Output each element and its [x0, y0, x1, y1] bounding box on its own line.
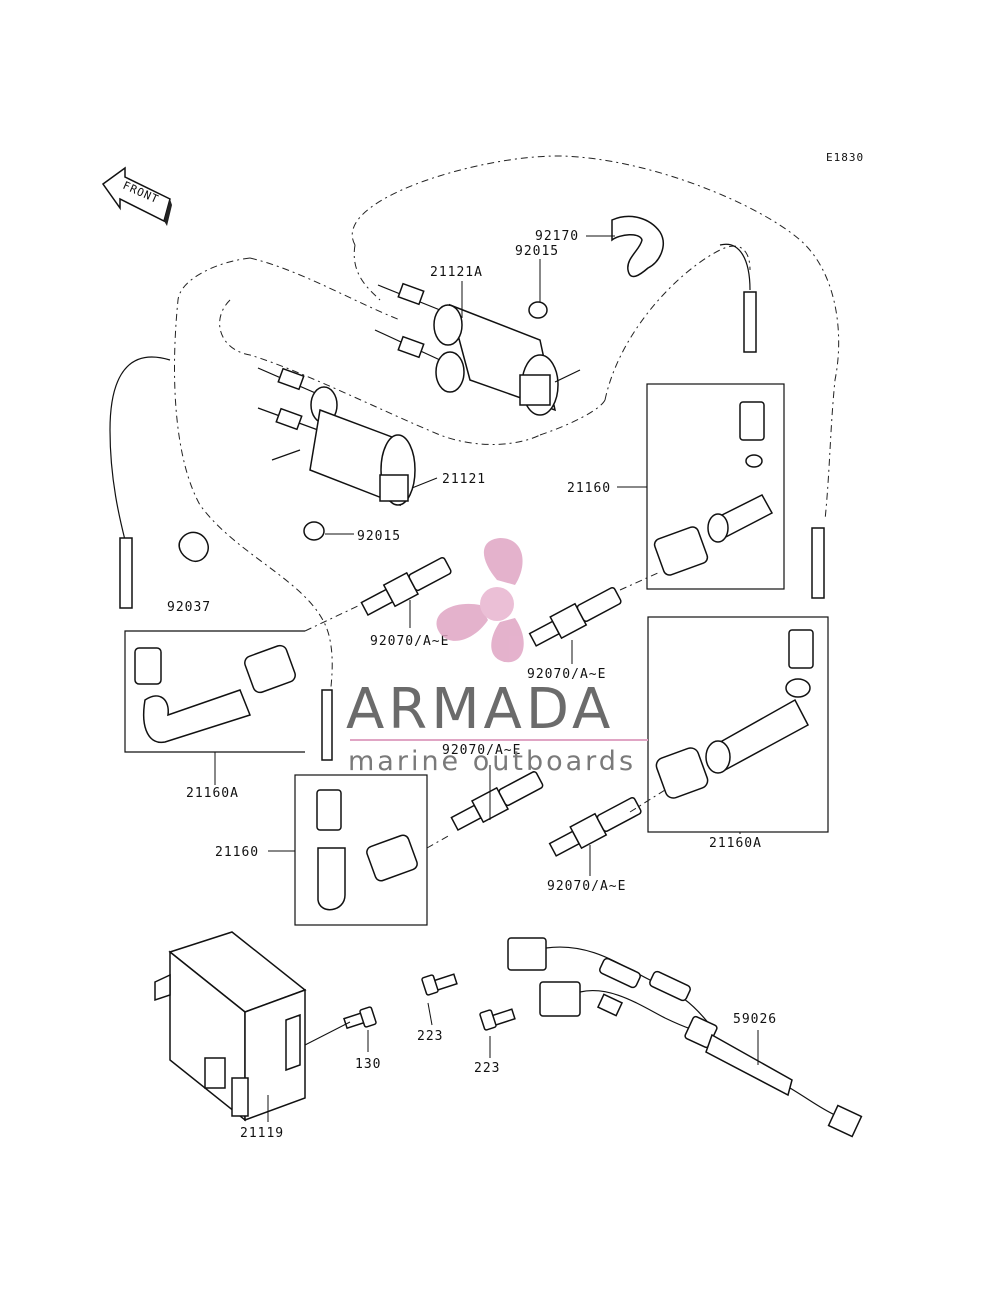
propeller-blade-right: [491, 618, 524, 663]
plug-cap-21160A-left: [134, 644, 296, 744]
callout-92037: 92037: [167, 600, 211, 615]
callout-223-b: 223: [474, 1061, 500, 1076]
ignition-coil-21121: [257, 367, 416, 541]
callout-21160-left: 21160: [215, 845, 259, 860]
wire-route-outline-left: [174, 244, 381, 701]
callout-223-a: 223: [417, 1029, 443, 1044]
wire-terminal-right-bottom: [811, 527, 825, 599]
cdi-unit-21119: [154, 931, 307, 1122]
high-tension-wire-right: [719, 243, 751, 291]
propeller-logo-icon: [436, 538, 524, 663]
wire-terminal-center: [321, 689, 333, 761]
axis-line-3: [619, 571, 661, 591]
callout-21121A: 21121A: [430, 265, 483, 280]
callout-92015-top: 92015: [515, 244, 559, 259]
nut-92015-mid: [303, 521, 325, 541]
callout-92070-bottom: 92070/A~E: [547, 879, 626, 894]
bolt-223-a: [421, 973, 458, 996]
plug-cap-21160-left: [316, 789, 418, 911]
plug-cap-21160A-right: [655, 629, 814, 799]
callout-92070-lower: 92070/A~E: [442, 743, 521, 758]
callout-21160A-left: 21160A: [186, 786, 239, 801]
pickup-coil-harness-59026: [507, 937, 863, 1138]
callout-92015-mid: 92015: [357, 529, 401, 544]
wire-route-outline-top: [351, 155, 840, 521]
bolt-130: [343, 1006, 377, 1030]
leader-lines: [214, 235, 759, 1122]
propeller-hub: [480, 587, 514, 621]
diagram-code: E1830: [826, 151, 864, 164]
axis-line-2: [426, 834, 451, 849]
front-arrow-icon: FRONT: [101, 166, 172, 226]
callout-21121: 21121: [442, 472, 486, 487]
armada-watermark: ARMADA marine outboards: [346, 538, 648, 777]
spark-plug-lower: [450, 771, 544, 831]
callout-92070-upper-left: 92070/A~E: [370, 634, 449, 649]
ignition-coil-21121A: [374, 282, 581, 416]
axis-line-4: [629, 789, 666, 813]
spark-plug-bottom: [548, 797, 642, 857]
wire-terminal-left: [119, 537, 133, 609]
high-tension-wire-left: [109, 356, 171, 541]
bolt-223-b: [479, 1008, 516, 1031]
frame-21160-left: [294, 774, 428, 926]
axis-line-1: [304, 604, 361, 632]
clip-92037: [178, 531, 209, 562]
callout-59026: 59026: [733, 1012, 777, 1027]
watermark-tagline: marine outboards: [348, 746, 636, 777]
plug-cap-21160-right: [653, 401, 774, 576]
wire-terminal-right-top: [743, 291, 757, 353]
nut-92015-top: [528, 301, 548, 319]
callout-21119: 21119: [240, 1126, 284, 1141]
wire-route-outline-coil: [219, 257, 606, 445]
callout-21160A-right: 21160A: [709, 836, 762, 851]
callout-92070-center: 92070/A~E: [527, 667, 606, 682]
propeller-blade-top: [483, 538, 523, 585]
spark-plug-center: [528, 587, 622, 647]
spark-plug-upper-left: [360, 557, 452, 616]
propeller-blade-left: [436, 603, 488, 641]
clamp-92170: [611, 215, 664, 278]
watermark-brand: ARMADA: [346, 677, 614, 742]
frame-21160A-right: [647, 616, 829, 833]
wire-route-outline-right: [604, 245, 751, 401]
callout-21160-right: 21160: [567, 481, 611, 496]
callout-92170: 92170: [535, 229, 579, 244]
callout-130: 130: [355, 1057, 381, 1072]
